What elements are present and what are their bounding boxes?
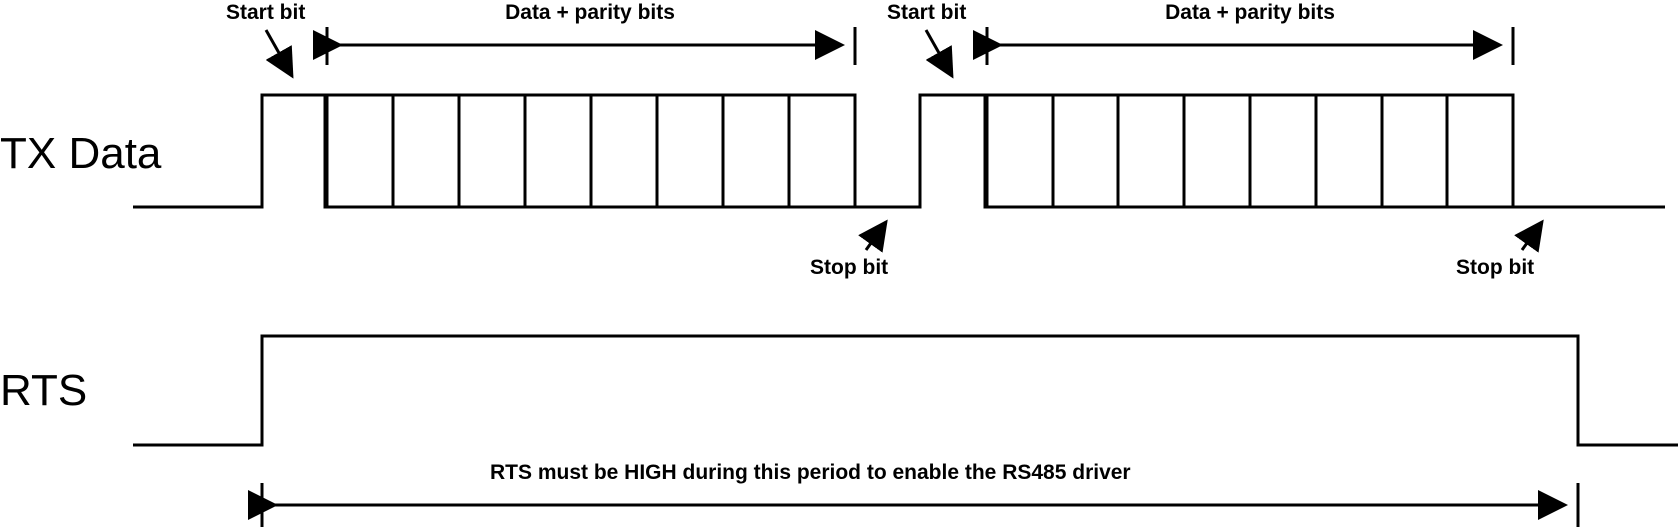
frame-2-start-bit-arrow: [924, 29, 954, 79]
frame-2-stop-bit-arrow: [1514, 219, 1544, 253]
frame-2-data-dimension: [973, 27, 1515, 65]
frame-1-start-bit-label: Start bit: [226, 1, 305, 24]
frame-1-data-bits: [325, 93, 857, 209]
tx-data-waveform: [133, 93, 1665, 209]
rts-signal-label: RTS: [0, 366, 87, 415]
frame-1-data-dimension: [313, 27, 857, 65]
frame-2-data-bits: [985, 93, 1515, 209]
rts-period-dimension: [248, 483, 1580, 527]
frame-1-stop-bit-arrow: [858, 219, 888, 253]
frame-1-stop-bit-label: Stop bit: [810, 256, 888, 279]
tx-data-signal-label: TX Data: [0, 129, 162, 178]
rts-period-label: RTS must be HIGH during this period to e…: [490, 461, 1131, 484]
frame-2-start-bit-label: Start bit: [887, 1, 966, 24]
frame-1-data-label: Data + parity bits: [505, 1, 675, 24]
frame-1-start-bit-arrow: [264, 29, 294, 79]
rts-waveform: [133, 334, 1678, 447]
frame-2-data-label: Data + parity bits: [1165, 1, 1335, 24]
frame-2-stop-bit-label: Stop bit: [1456, 256, 1534, 279]
